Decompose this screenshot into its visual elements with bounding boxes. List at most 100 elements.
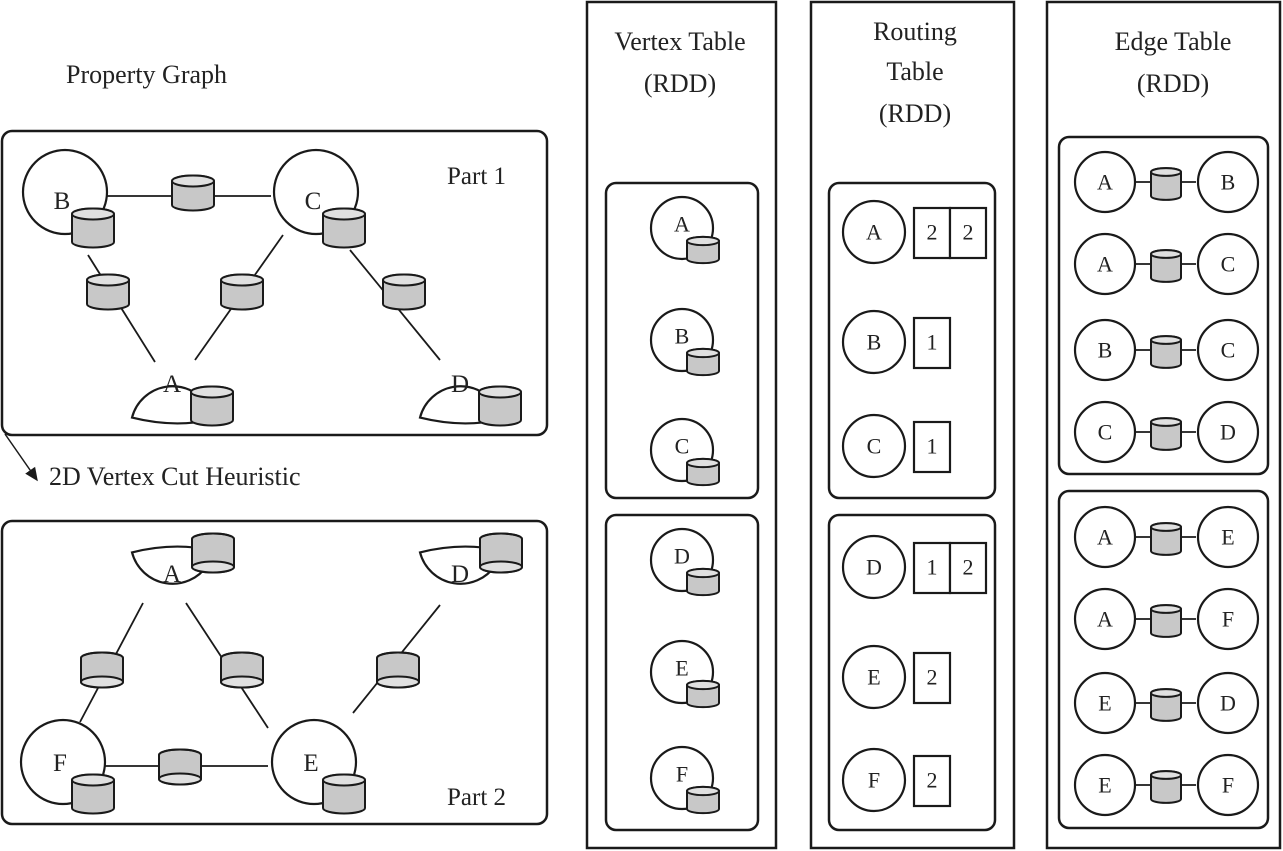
- vertex-D: [1196, 400, 1260, 464]
- vertex-property-icon: [686, 679, 720, 709]
- dst-vertex-label: C: [1221, 338, 1236, 363]
- partition-id-cell: [912, 316, 952, 370]
- vertex-property-icon: [191, 532, 235, 574]
- vertex-label-F: F: [868, 768, 880, 793]
- vertex-table-row: A: [649, 195, 720, 265]
- partition-id-label: 1: [927, 434, 938, 459]
- vertex-F: [1196, 753, 1260, 817]
- partition-id-cell: [912, 651, 952, 705]
- edge-table-title: Edge Table: [1115, 27, 1232, 56]
- vertex-property-icon: [686, 567, 720, 597]
- edge-property-icon: [86, 273, 130, 311]
- dst-vertex-label: B: [1221, 170, 1236, 195]
- src-vertex-label: A: [1097, 525, 1113, 550]
- part-1-panel: Part 1 B C A D: [0, 129, 549, 437]
- dst-vertex-label: F: [1222, 773, 1234, 798]
- dst-vertex-label: C: [1221, 252, 1236, 277]
- edge-property-icon: [80, 651, 124, 689]
- routing-table-title-2: Table: [886, 57, 943, 86]
- dst-vertex-label: D: [1220, 691, 1236, 716]
- edge-partition-1: [1057, 135, 1270, 476]
- vertex-property-icon: [479, 532, 523, 574]
- edge-property-icon: [1150, 604, 1182, 638]
- vertex-label-D: D: [451, 561, 469, 588]
- vertex-label-E: E: [867, 665, 880, 690]
- vertex-A: [1073, 150, 1137, 214]
- partition-id-label: 1: [927, 555, 938, 580]
- vertex-A: [1073, 587, 1137, 651]
- part-2-panel: Part 2 A D F E: [0, 519, 549, 826]
- partition-id-cell: [948, 206, 988, 260]
- edge-property-icon: [1150, 770, 1182, 804]
- dst-vertex-label: F: [1222, 607, 1234, 632]
- partition-id-cell: [948, 541, 988, 595]
- vertex-label-D: D: [866, 555, 882, 580]
- edge-property-icon: [220, 273, 264, 311]
- vertex-E: [1073, 671, 1137, 735]
- vertex-label-B: B: [54, 188, 71, 215]
- vertex-B: [841, 309, 907, 375]
- src-vertex-label: E: [1098, 773, 1111, 798]
- vertex-property-icon: [71, 207, 115, 249]
- partition-id-cell: [912, 754, 952, 808]
- vertex-table-row: F: [649, 745, 720, 815]
- vertex-label-F: F: [53, 750, 67, 777]
- routing-table-subtitle: (RDD): [879, 99, 951, 128]
- part-1-label: Part 1: [447, 163, 506, 190]
- vertex-D: [841, 534, 907, 600]
- vertex-B: [1196, 150, 1260, 214]
- edge-property-icon: [1150, 417, 1182, 451]
- heuristic-label: 2D Vertex Cut Heuristic: [49, 462, 301, 491]
- dst-vertex-label: D: [1220, 420, 1236, 445]
- vertex-C: [1196, 232, 1260, 296]
- vertex-label-E: E: [303, 750, 318, 777]
- vertex-property-icon: [686, 785, 720, 815]
- vertex-property-icon: [71, 773, 115, 815]
- vertex-label-A: A: [674, 212, 690, 237]
- vertex-label-C: C: [305, 188, 322, 215]
- routing-partition-2: [827, 513, 997, 832]
- edge-property-icon: [1150, 688, 1182, 722]
- vertex-label-B: B: [675, 324, 690, 349]
- partition-id-cell: [912, 206, 952, 260]
- vertex-label-A: A: [163, 561, 181, 588]
- vertex-property-icon: [190, 385, 234, 427]
- edge-property-icon: [1150, 522, 1182, 556]
- vertex-table-title: Vertex Table: [614, 27, 745, 56]
- vertex-A: [841, 199, 907, 265]
- vertex-label-A: A: [866, 220, 882, 245]
- edge-property-icon: [1150, 249, 1182, 283]
- vertex-A: [1073, 505, 1137, 569]
- vertex-F: [1196, 587, 1260, 651]
- vertex-property-icon: [322, 773, 366, 815]
- vertex-label-B: B: [867, 330, 882, 355]
- vertex-D: [1196, 671, 1260, 735]
- edge-property-icon: [1150, 335, 1182, 369]
- vertex-partition-1: [604, 181, 760, 500]
- vertex-property-icon: [322, 207, 366, 249]
- edge-property-icon: [171, 174, 215, 212]
- src-vertex-label: A: [1097, 170, 1113, 195]
- routing-table-title: Routing: [873, 17, 957, 46]
- vertex-table-subtitle: (RDD): [644, 69, 716, 98]
- vertex-property-icon: [478, 385, 522, 427]
- vertex-B: [1073, 318, 1137, 382]
- vertex-E: [841, 644, 907, 710]
- edge-table-subtitle: (RDD): [1137, 69, 1209, 98]
- vertex-table-row: D: [649, 527, 720, 597]
- vertex-label-A: A: [163, 371, 181, 398]
- part-2-label: Part 2: [447, 784, 506, 811]
- partition-id-label: 2: [927, 768, 938, 793]
- vertex-label-D: D: [451, 371, 469, 398]
- vertex-E: [1196, 505, 1260, 569]
- vertex-table-row: B: [649, 307, 720, 377]
